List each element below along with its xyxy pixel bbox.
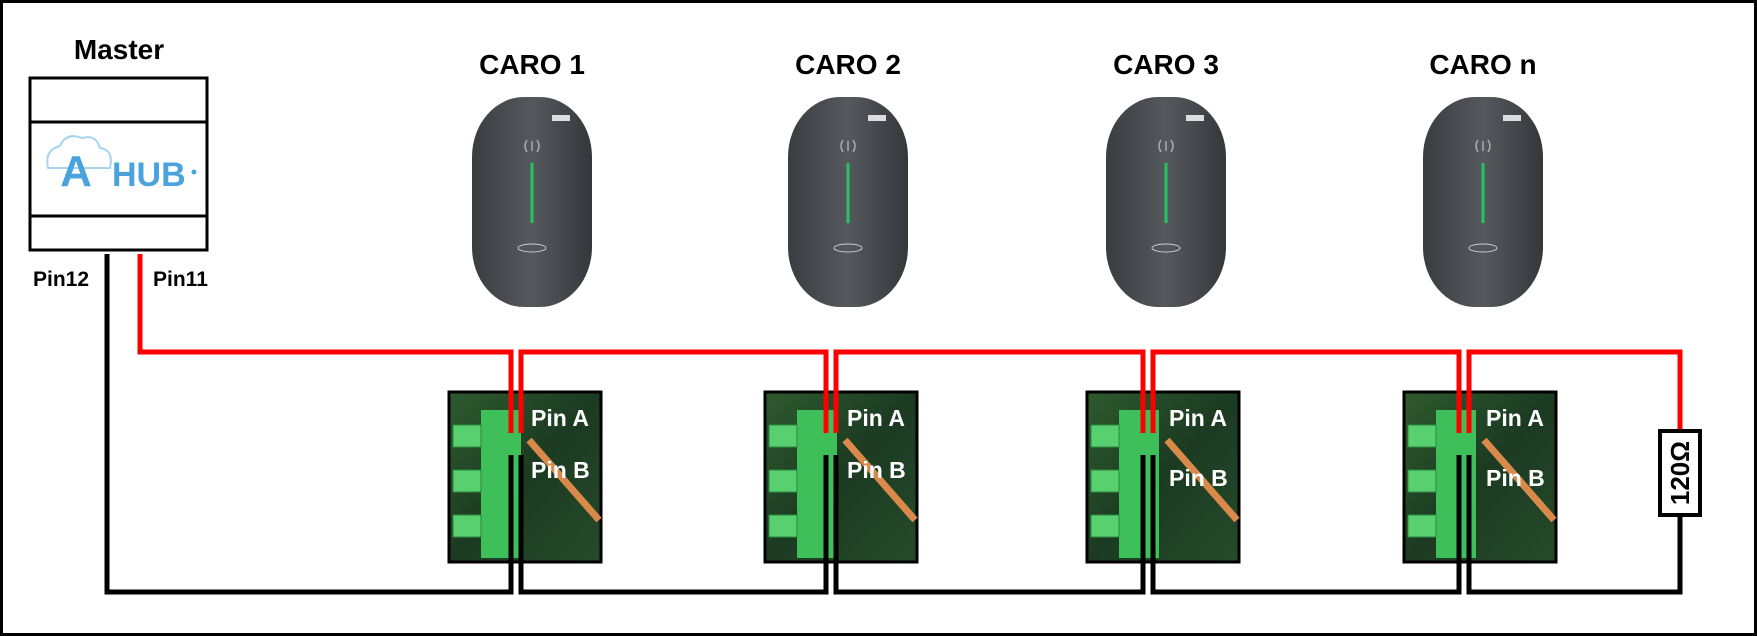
pin-b-label: Pin B xyxy=(1169,465,1228,491)
terminal-screw xyxy=(1407,469,1437,493)
azzurro-logo-icon xyxy=(1151,243,1181,253)
wire-b-bus xyxy=(104,254,1683,595)
cloud-icon xyxy=(46,135,112,169)
rfid-icon xyxy=(840,139,856,153)
terminal-block xyxy=(797,410,837,558)
charger-title: CARO 3 xyxy=(1113,49,1219,80)
pin-a-label: Pin A xyxy=(847,405,905,431)
orange-cable xyxy=(842,437,918,523)
pin11-label: Pin11 xyxy=(153,268,208,291)
master-box xyxy=(28,76,209,252)
orange-cable xyxy=(526,437,602,523)
resistor-box xyxy=(1658,429,1702,517)
charger-title: CARO 1 xyxy=(479,49,585,80)
charger-unit: CARO 2 Pin A Pin B xyxy=(763,49,919,564)
terminal-screw xyxy=(452,514,482,538)
zcs-logo-icon xyxy=(868,115,886,121)
charger-unit: CARO 3 Pin A Pin B xyxy=(1085,49,1241,564)
status-led xyxy=(1481,163,1485,223)
ahub-logo: A HUB xyxy=(46,135,197,196)
terminal-screw xyxy=(768,424,798,448)
black-wire xyxy=(104,254,1683,595)
rfid-icon xyxy=(1475,139,1491,153)
charger-unit: CARO 1 Pin A Pin B xyxy=(447,49,603,564)
azzurro-logo-icon xyxy=(833,243,863,253)
rfid-icon xyxy=(1158,139,1174,153)
red-wire xyxy=(137,254,1683,433)
terminal-screw xyxy=(768,469,798,493)
azzurro-logo-icon xyxy=(517,243,547,253)
zcs-logo-icon xyxy=(1186,115,1204,121)
terminal-screw xyxy=(452,469,482,493)
status-led xyxy=(530,163,534,223)
wire-a-bus xyxy=(137,254,1683,433)
zcs-logo-icon xyxy=(1503,115,1521,121)
charger-group: CARO 1 Pin A Pin B CARO 2 Pin A Pin B CARO 3 Pi… xyxy=(447,49,1558,564)
charger-title: CARO n xyxy=(1429,49,1536,80)
master-hub: Master A HUB Pin12 Pin11 xyxy=(28,34,209,291)
charger-unit: CARO n Pin A Pin B xyxy=(1402,49,1558,564)
terminal-screw xyxy=(1407,424,1437,448)
terminal-screw xyxy=(1090,469,1120,493)
pin12-label: Pin12 xyxy=(33,268,89,291)
terminal-screw xyxy=(1090,424,1120,448)
orange-cable xyxy=(1164,437,1240,523)
charger-title: CARO 2 xyxy=(795,49,901,80)
pin-b-label: Pin B xyxy=(531,457,590,483)
status-led xyxy=(846,163,850,223)
pin-a-label: Pin A xyxy=(1169,405,1227,431)
status-led xyxy=(1164,163,1168,223)
terminal-screw xyxy=(768,514,798,538)
pin-a-label: Pin A xyxy=(531,405,589,431)
azzurro-logo-icon xyxy=(1468,243,1498,253)
orange-cable xyxy=(1481,437,1557,523)
pin-b-label: Pin B xyxy=(1486,465,1545,491)
termination-resistor: 120Ω xyxy=(1658,429,1702,517)
pin-a-label: Pin A xyxy=(1486,405,1544,431)
zcs-logo-icon xyxy=(552,115,570,121)
terminal-screw xyxy=(452,424,482,448)
logo-text: HUB xyxy=(112,156,186,194)
rfid-icon xyxy=(524,139,540,153)
terminal-screw xyxy=(1407,514,1437,538)
master-title: Master xyxy=(74,34,164,65)
terminal-screw xyxy=(1090,514,1120,538)
terminal-block xyxy=(481,410,521,558)
resistor-label: 120Ω xyxy=(1665,441,1695,505)
pin-b-label: Pin B xyxy=(847,457,906,483)
logo-letter: A xyxy=(60,147,92,196)
